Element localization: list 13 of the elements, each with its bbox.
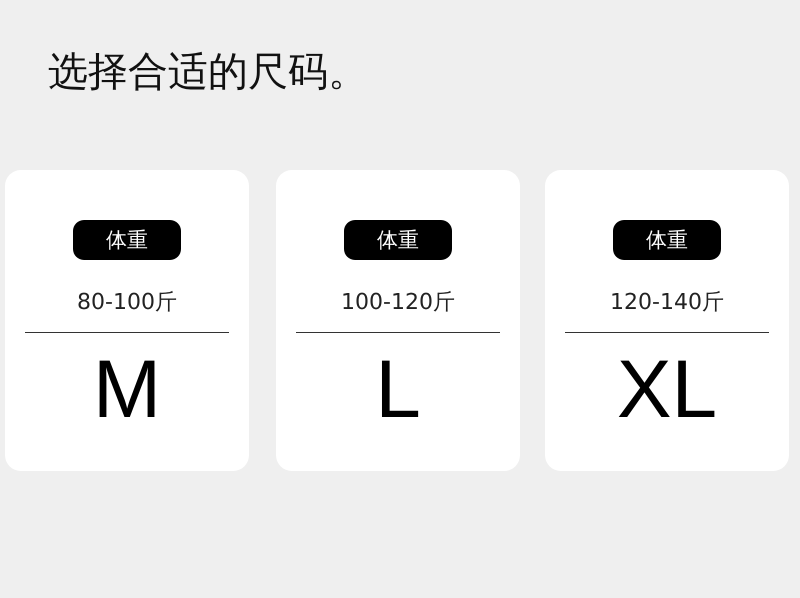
heading: 选择合适的尺码。 [48,48,368,96]
size-card [5,170,249,471]
weight-badge: 体重 [73,220,181,260]
size-label: XL [616,345,718,436]
size-label: L [375,345,421,436]
weight-range: 80-100斤 [77,290,177,316]
size-card [545,170,789,471]
weight-range: 120-140斤 [610,290,724,316]
size-card [276,170,520,471]
weight-badge: 体重 [613,220,721,260]
size-label: M [92,345,162,436]
weight-badge: 体重 [344,220,452,260]
weight-range: 100-120斤 [341,290,455,316]
